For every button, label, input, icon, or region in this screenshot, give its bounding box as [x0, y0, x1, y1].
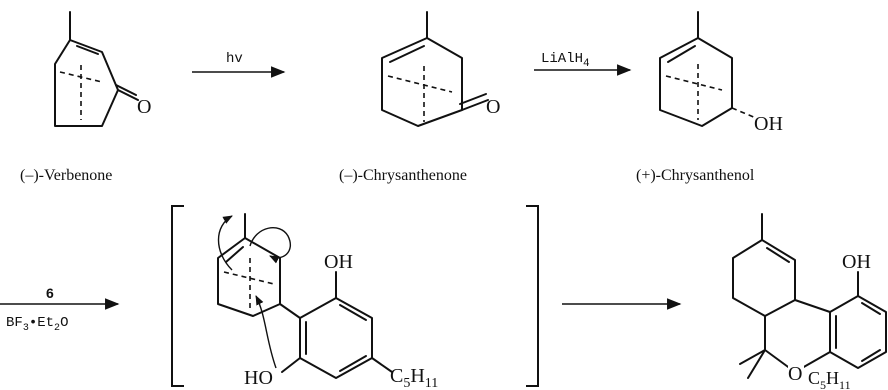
reagent-bf3-etherate: BF3•Et2O — [6, 315, 68, 334]
structure-verbenone: O — [54, 11, 151, 127]
structure-chrysanthenol: OH — [659, 11, 783, 135]
oxygen-atom-label: O — [486, 96, 500, 118]
hydroxyl-left-label: HO — [244, 367, 273, 389]
pentyl-label: C5H11 — [808, 368, 851, 390]
structure-intermediate: OH HO C5H11 — [217, 213, 438, 390]
arrow-step-2: LiAlH4 — [534, 51, 632, 76]
oxygen-atom-label: O — [137, 96, 151, 118]
ring-oxygen-label: O — [788, 363, 802, 385]
reagent-lialh4: LiAlH4 — [541, 51, 590, 70]
arrow-step-3: 6 BF3•Et2O — [0, 285, 120, 334]
compound-label-chrysanthenone: (–)-Chrysanthenone — [339, 167, 467, 184]
compound-label-chrysanthenol: (+)-Chrysanthenol — [636, 167, 755, 184]
reagent-hv: hv — [226, 51, 243, 67]
arrow-step-1: hv — [192, 51, 286, 78]
reagent-6: 6 — [46, 285, 54, 301]
intermediate-bracket — [171, 205, 539, 387]
hydroxyl-label: OH — [754, 113, 783, 135]
hydroxyl-label: OH — [324, 251, 353, 273]
compound-label-verbenone: (–)-Verbenone — [20, 167, 112, 184]
structure-chrysanthenone: O — [381, 11, 500, 127]
structure-product: OH O C5H11 — [732, 213, 887, 390]
hydroxyl-label: OH — [842, 251, 871, 273]
pentyl-label: C5H11 — [390, 365, 438, 390]
